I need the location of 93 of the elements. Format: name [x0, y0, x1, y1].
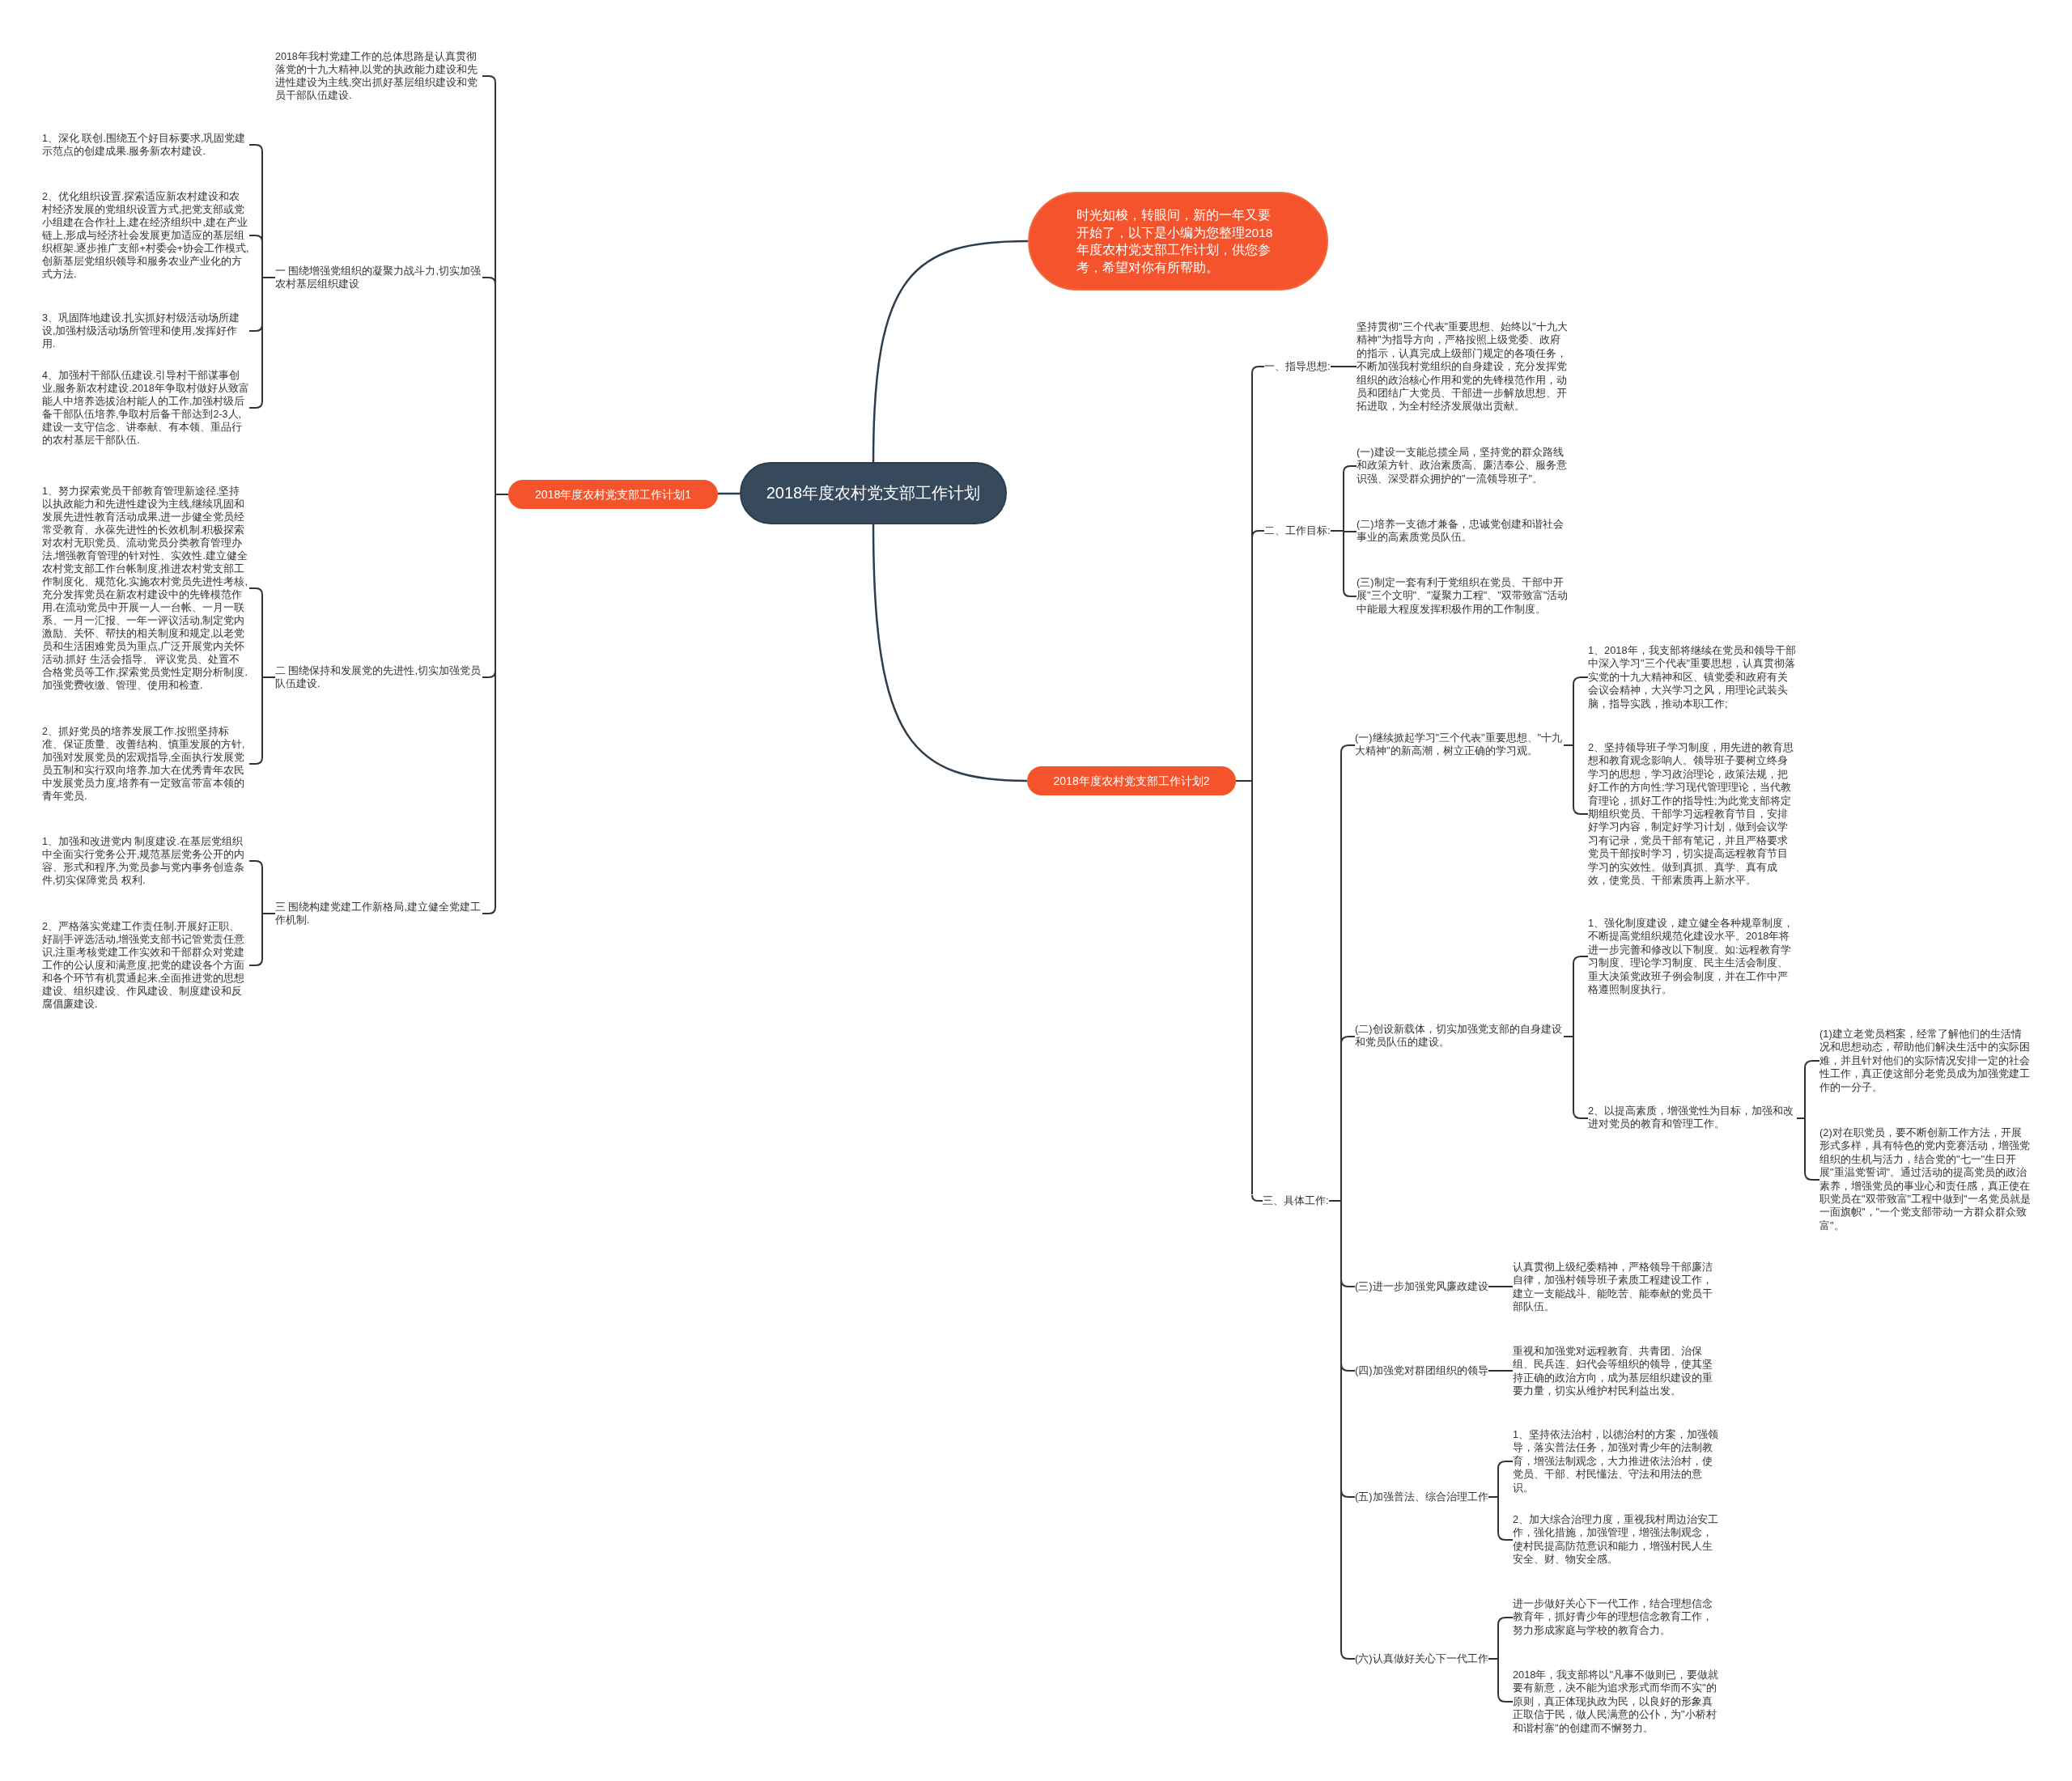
- topic-text: 2、严格落实党建工作责任制.开展好正职、好副手评选活动,增强党支部书记管党责任意识,注重考核党建工作实效和干部群众对党建工作的公认度和满意度,把党的建设各个方面和各个环节有机贯通起来,全面推进党的思想建设、组织建设、作风建设、制度建设和反腐倡廉建设.: [42, 920, 249, 1011]
- connector-line: [482, 670, 496, 678]
- topic-text: (一)继续掀起学习"三个代表"重要思想、"十九大精神"的新高潮，树立正确的学习观。: [1355, 731, 1564, 758]
- topic-text: (二)培养一支德才兼备，忠诚党创建和谐社会事业的高素质党员队伍。: [1357, 518, 1569, 545]
- connector-line: [1330, 366, 1357, 367]
- connector-line: [482, 75, 496, 83]
- topic-text: 1、深化 联创.围绕五个好目标要求,巩固党建示范点的创建成果.服务新农村建设.: [42, 132, 249, 158]
- topic-text: 2018年，我支部将以"凡事不做则已，要做就要有新意，决不能为追求形式而华而不实"的原则，真正体现执政为民，以良好的形象真正取信于民，做人民满意的公仆，为"小桥村和谐村寨"的创建而不懈努力。: [1513, 1669, 1722, 1736]
- topic-text: 1、2018年，我支部将继续在党员和领导干部中深入学习"三个代表"重要思想，认真贯彻落实党的十九大精神和区、镇党委和政府有关会议会精神，大兴学习之风，用理论武装头脑，指导实践，推动本职工作;: [1588, 644, 1797, 711]
- topic-text: (一)建设一支能总揽全局，坚持党的群众路线和政策方针、政治素质高、廉洁奉公、服务意识强、深受群众拥护的"一流领导班子"。: [1357, 446, 1569, 486]
- topic-text: 三 围绕构建党建工作新格局,建立健全党建工作机制.: [275, 901, 482, 927]
- topic-text: 二 围绕保持和发展党的先进性,切实加强党员队伍建设.: [275, 664, 482, 690]
- topic-text: (二)创设新载体，切实加强党支部的自身建设和党员队伍的建设。: [1355, 1023, 1564, 1050]
- connector-line: [1497, 1532, 1514, 1541]
- connector-line: [1251, 1194, 1263, 1202]
- topic-text: (1)建立老党员档案，经常了解他们的生活情况和思想动态，帮助他们解决生活中的实际困难，并且针对他们的实际情况安排一定的社会性工作，真正使这部分老党员成为加强党建工作的一分子。: [1819, 1028, 2032, 1095]
- connector-line: [482, 277, 496, 285]
- connector-line: [1563, 963, 1574, 1112]
- subtopic-label: (五)加强普法、综合治理工作: [1355, 1491, 1488, 1503]
- connector-line: [1328, 752, 1342, 1652]
- connector-line: [1340, 1489, 1356, 1498]
- connector-line: [261, 151, 276, 402]
- connector-line: [1340, 1651, 1356, 1660]
- topic-text: (三)制定一套有利于党组织在党员、干部中开展"三个文明"、"凝聚力工程"、"双带致富"活动中能最大程度发挥积极作用的工作制度。: [1357, 576, 1569, 617]
- topic-text: 1、努力探索党员干部教育管理新途径.坚持以执政能力和先进性建设为主线,继续巩固和发展先进性教育活动成果,进一步健全党员经常受教育、永葆先进性的长效机制.积极探索对农村无职党员、流动党员分类教育管理办法,增强教育管理的针对性、实效性.建立健全农村党支部工作台帐制度,推进农村党支部工作制度化、规范化.实施农村党员先进性考核,充分发挥党员在新农村建设中的先锋模范作用.在流动党员中开展一人一台帐、一月一联系、一月一汇报、一年一评议活动,制定党内激励、关怀、帮扶的相关制度和规定,以老党员和生活困难党员为重点,广泛开展党内关怀活动.抓好 生活会指导、 评议党员、处置不合格党员等工作,探索党员党性定期分析制度.加强党费收缴、管理、使用和检查.: [42, 485, 249, 692]
- connector-line: [248, 401, 263, 409]
- connector-line: [1563, 684, 1574, 808]
- connector-line: [1343, 531, 1357, 532]
- connector-line: [1796, 1067, 1806, 1173]
- topic-text: 4、加强村干部队伍建设.引导村干部谋事创业,服务新农村建设.2018年争取村做好从致富能人中培养选拔治村能人的工作,加强村级后备干部队伍培养,争取村后备干部达到2-3人,建设一支守信念、讲奉献、有本领、重品行的农村基层干部队伍.: [42, 369, 249, 447]
- topic-text: 1、坚持依法治村，以德治村的方案，加强领导，落实普法任务，加强对青少年的法制教育，增强法制观念，大力推进依法治村，使党员、干部、村民懂法、守法和用法的意识。: [1513, 1428, 1722, 1495]
- connector-line: [248, 324, 263, 332]
- connector-line: [1235, 372, 1253, 1195]
- intro-bubble: 时光如梭，转眼间，新的一年又要开始了，以下是小编为您整理2018年度农村党支部工作计划，供您参考，希望对你有所帮助。: [1028, 192, 1328, 290]
- connector-line: [1340, 1363, 1356, 1372]
- connector-line: [1804, 1172, 1820, 1181]
- topic-text: 2、优化组织设置.探索适应新农村建设和农村经济发展的党组织设置方式,把党支部或党小组建在合作社上,建在经济组织中,建在产业链上,形成与经济社会发展更加适应的基层组织框架.逐步推广支部+村委会+协会工作模式,创新基层党组织领导和服务农业产业化的方式方法.: [42, 190, 249, 281]
- subtopic-label: 一、指导思想:: [1264, 360, 1331, 373]
- subtopic-label: (六)认真做好关心下一代工作: [1355, 1652, 1488, 1665]
- connector-line: [1488, 1286, 1514, 1287]
- subtopic-label: 三、具体工作:: [1263, 1194, 1329, 1207]
- topic-text: 1、强化制度建设，建立健全各种规章制度，不断提高党组织规范化建设水平。2018年将进一步完善和修改以下制度。如:远程教育学习制度、理论学习制度、民主生活会制度、重大决策党政班子例会制度，并在工作中严格遵照制度执行。: [1588, 917, 1797, 997]
- connector-line: [1497, 1617, 1514, 1626]
- connector-line: [495, 82, 509, 908]
- connector-line: [261, 867, 276, 960]
- topic-text: 2、加大综合治理力度，重视我村周边治安工作，强化措施，加强管理，增强法制观念，使村民提高防范意识和能力，增强村民人生安全、财、物安全感。: [1513, 1513, 1722, 1567]
- connector-line: [872, 524, 1028, 782]
- connector-line: [1573, 676, 1589, 685]
- connector-line: [1343, 465, 1357, 473]
- connector-line: [1488, 1468, 1499, 1533]
- topic-text: 2、抓好党员的培养发展工作.按照坚持标准、保证质量、改善结构、慎重发展的方针,加强对发展党员的宏观指导,全面执行发展党员五制和实行双向培养.加大在优秀青年农民中发展党员力度,培养有一定致富带富本领的青年党员.: [42, 725, 249, 803]
- connector-line: [1497, 1461, 1514, 1469]
- subtopic-label: 二、工作目标:: [1264, 524, 1331, 537]
- connector-line: [1330, 472, 1344, 591]
- connector-line: [248, 144, 263, 152]
- connector-line: [1340, 1279, 1356, 1287]
- connector-line: [482, 906, 496, 914]
- connector-line: [1488, 1370, 1514, 1372]
- branch-topic: 2018年度农村党支部工作计划2: [1027, 766, 1236, 795]
- connector-line: [1573, 956, 1589, 965]
- central-topic: 2018年度农村党支部工作计划: [740, 462, 1007, 524]
- connector-line: [872, 240, 1029, 463]
- connector-line: [261, 594, 276, 758]
- connector-line: [1251, 366, 1265, 374]
- connector-line: [1573, 806, 1589, 815]
- topic-text: 2、坚持领导班子学习制度，用先进的教育思想和教育观念影响人。领导班子要树立终身学习的思想，学习政治理论，政策法规，把好工作的方向性;学习现代管理理论，当代教育理论，抓好工作的指导性;为此党支部将定期组织党员、干部学习远程教育节目，安排好学习内容，制定好学习计划，做到会议学习有记录，党员干部有笔记，并且严格要求党员干部按时学习，切实提高远程教育节目学习的实效性。做到真抓、真学、真有成效，使党员、干部素质再上新水平。: [1588, 741, 1797, 888]
- connector-line: [248, 235, 263, 243]
- connector-line: [1488, 1624, 1499, 1695]
- topic-text: 进一步做好关心下一代工作，结合理想信念教育年，抓好青少年的理想信念教育工作，努力形成家庭与学校的教育合力。: [1513, 1597, 1722, 1638]
- connector-line: [248, 958, 263, 966]
- connector-line: [248, 757, 263, 765]
- topic-text: 一 围绕增强党组织的凝聚力战斗力,切实加强农村基层组织建设: [275, 265, 482, 290]
- connector-line: [1340, 1036, 1356, 1045]
- topic-text: 2、以提高素质，增强党性为目标，加强和改进对党员的教育和管理工作。: [1588, 1105, 1797, 1131]
- branch-topic: 2018年度农村党支部工作计划1: [508, 480, 718, 509]
- subtopic-label: (三)进一步加强党风廉政建设: [1355, 1280, 1488, 1293]
- connector-line: [1573, 1110, 1589, 1119]
- subtopic-label: (四)加强党对群团组织的领导: [1355, 1364, 1488, 1377]
- connector-line: [1804, 1060, 1820, 1069]
- connector-line: [1340, 744, 1356, 753]
- connector-line: [248, 587, 263, 596]
- topic-text: 3、巩固阵地建设.扎实抓好村级活动场所建设,加强村级活动场所管理和使用,发挥好作用.: [42, 312, 249, 350]
- topic-text: 坚持贯彻"三个代表"重要思想、始终以"十九大精神"为指导方向，严格按照上级党委、政府的指示，认真完成上级部门规定的各项任务，不断加强我村党组织的自身建设，充分发挥党组织的政治核心作用和党的先锋模范作用，动员和团结广大党员、干部进一步解放思想、开拓进取，为全村经济发展做出贡献。: [1357, 320, 1569, 413]
- connector-line: [1343, 589, 1357, 597]
- topic-text: 2018年我村党建工作的总体思路是认真贯彻落党的十九大精神,以党的执政能力建设和先进性建设为主线,突出抓好基层组织建设和党员干部队伍建设.: [275, 50, 482, 102]
- connector-line: [718, 492, 740, 495]
- topic-text: (2)对在职党员，要不断创新工作方法，开展形式多样，具有特色的党内竞赛活动，增强党组织的生机与活力，结合党的"七一"生日开展"重温党誓词"。通过活动的提高党员的政治素养，增强党员的事业心和责任感，真正使在职党员在"双带致富"工程中做到"一名党员就是一面旗帜"，"一个党支部带动一方群众群众致富"。: [1819, 1126, 2032, 1233]
- connector-line: [1497, 1694, 1514, 1703]
- topic-text: 认真贯彻上级纪委精神，严格领导干部廉洁自律，加强村领导班子素质工程建设工作，建立一支能战斗、能吃苦、能奉献的党员干部队伍。: [1513, 1261, 1722, 1314]
- connector-line: [248, 860, 263, 868]
- topic-text: 重视和加强党对远程教育、共青团、治保组、民兵连、妇代会等组织的领导，使其坚持正确的政治方向，成为基层组织建设的重要力量，切实从维护村民利益出发。: [1513, 1345, 1722, 1398]
- topic-text: 1、加强和改进党内 制度建设.在基层党组织中全面实行党务公开,规范基层党务公开的内容、形式和程序,为党员参与党内事务创造条件,切实保障党员 权利.: [42, 835, 249, 887]
- connector-line: [1251, 530, 1265, 538]
